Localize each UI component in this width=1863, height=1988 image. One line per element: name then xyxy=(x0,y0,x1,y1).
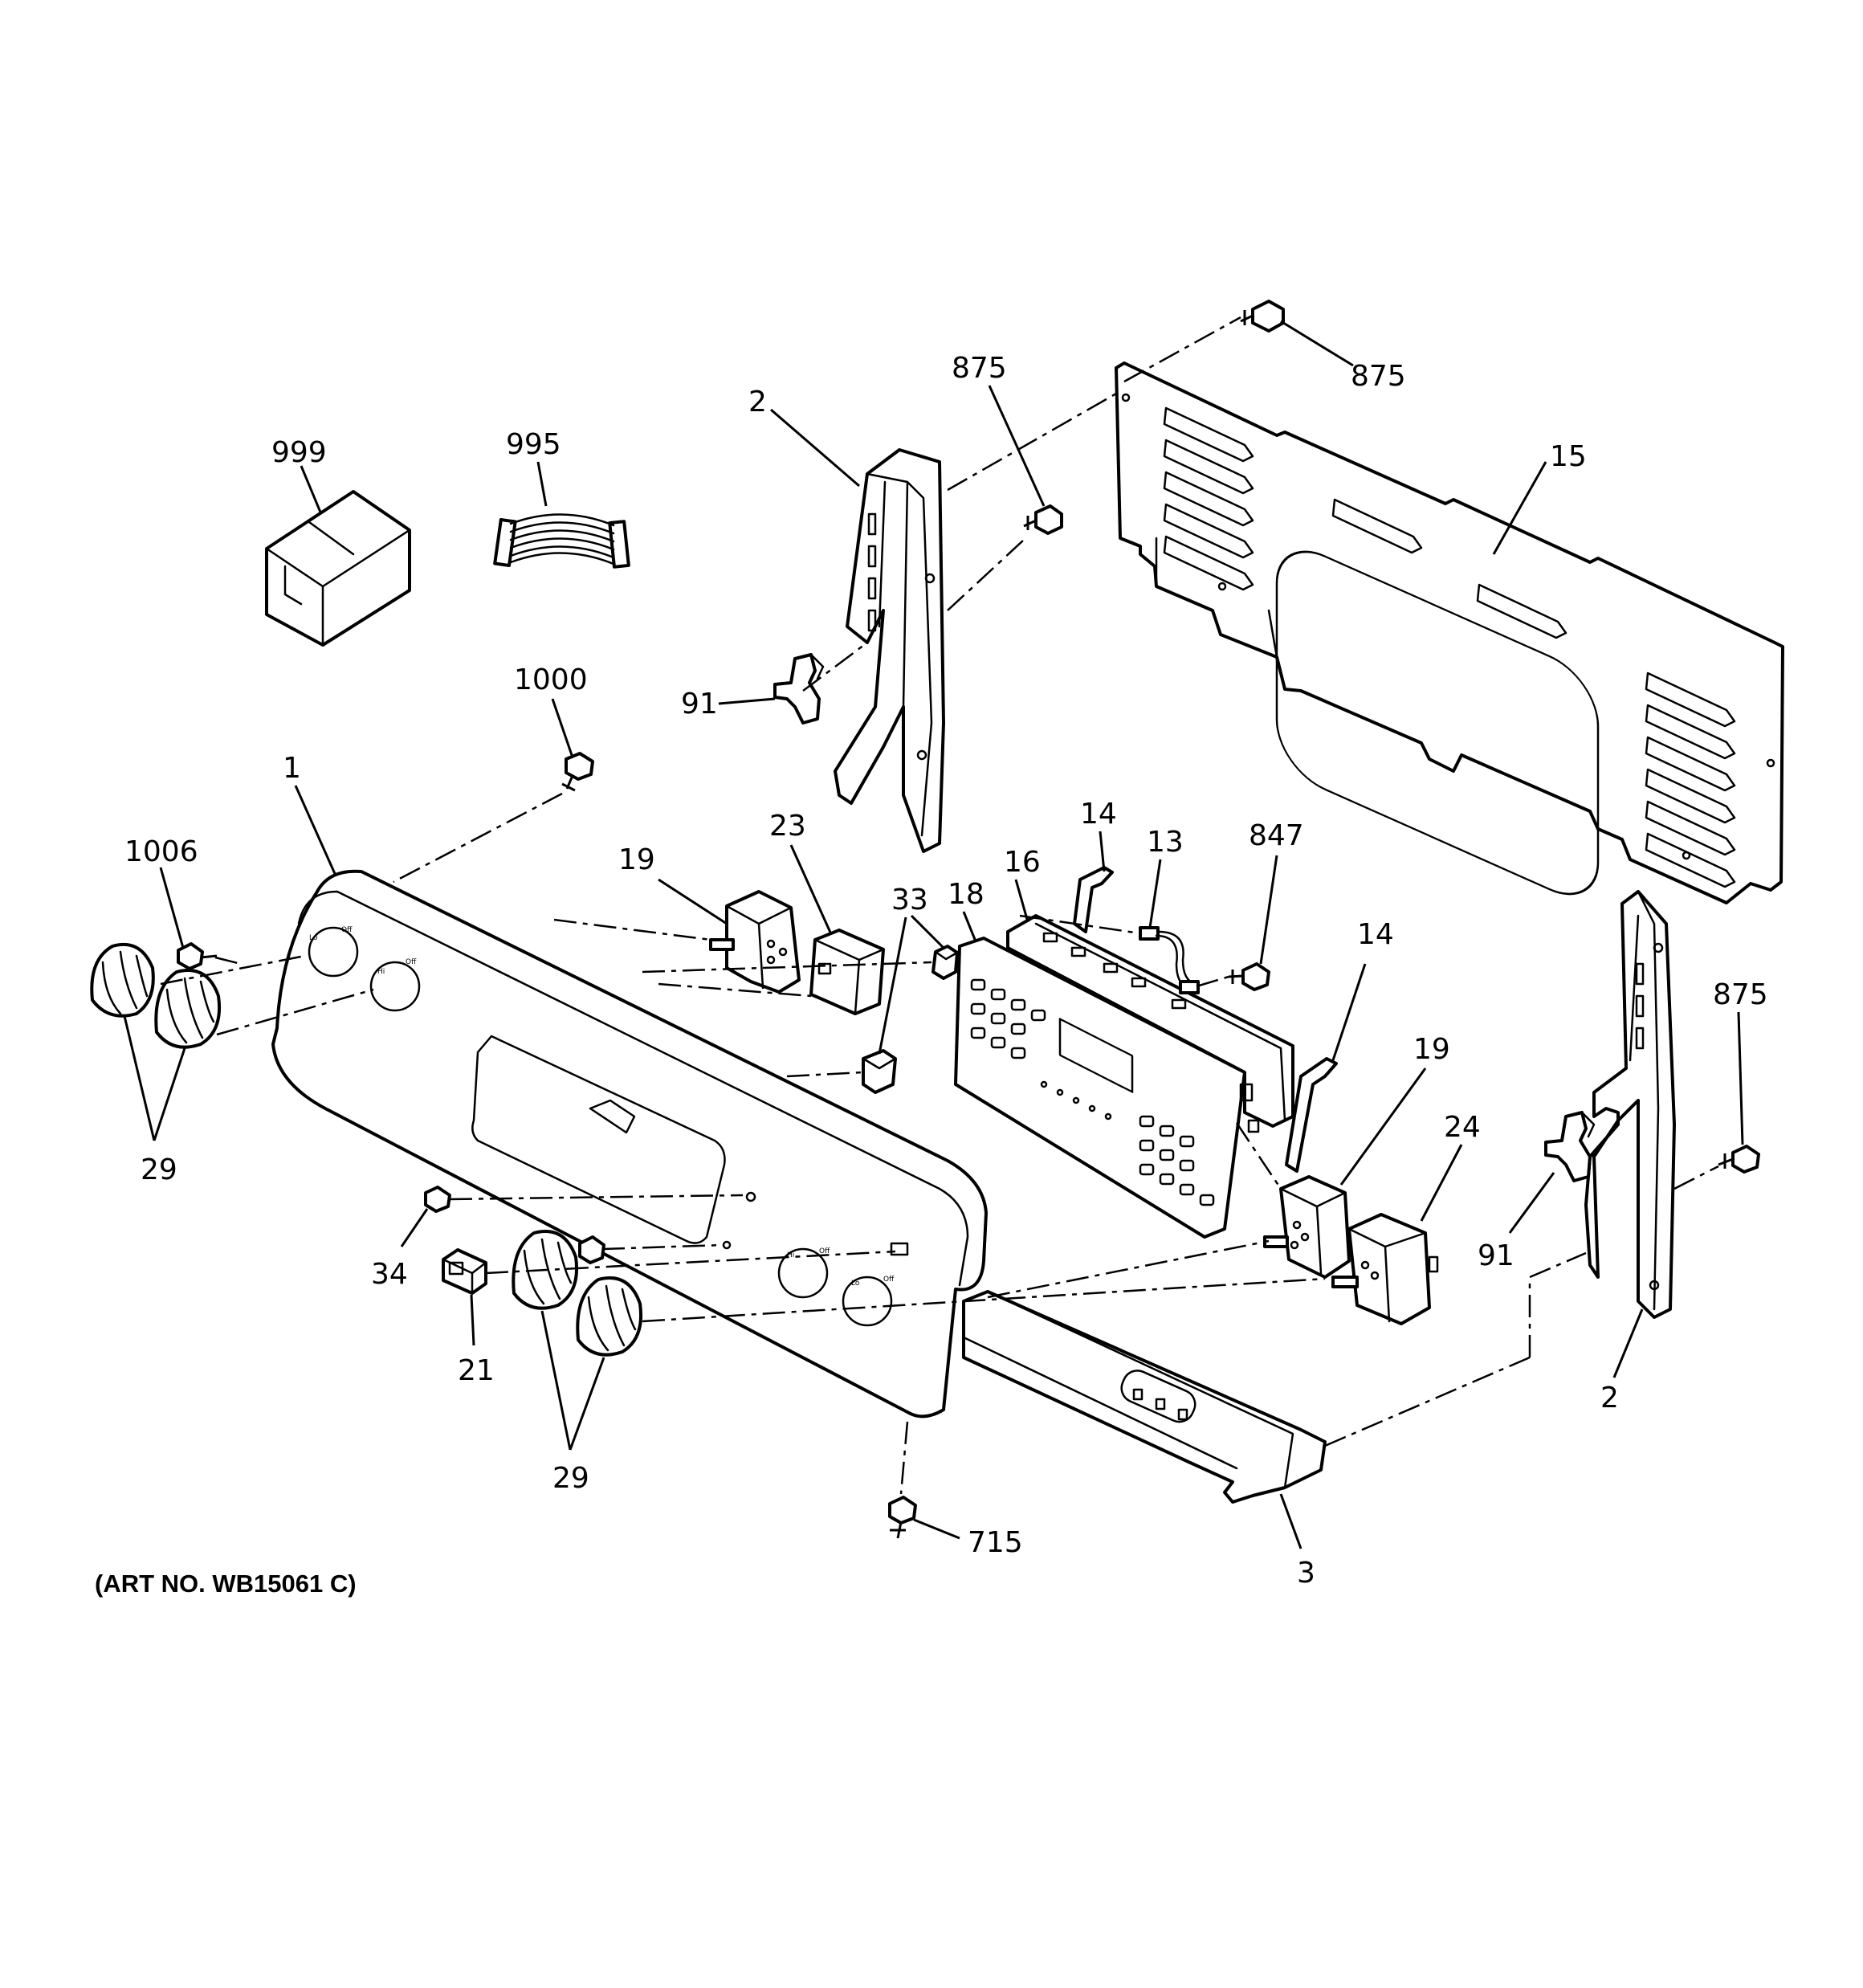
callout-3: 3 xyxy=(1297,1557,1315,1590)
part-875-screw-right xyxy=(1718,1145,1760,1174)
callout-34: 34 xyxy=(371,1258,408,1291)
svg-text:Off: Off xyxy=(819,1247,830,1255)
part-91-clip-right xyxy=(1544,1111,1596,1182)
part-33-lamp-socket-1 xyxy=(932,945,959,980)
callout-875-top-right: 875 xyxy=(1351,360,1406,393)
part-2-left-end-cap xyxy=(834,448,945,853)
callout-24: 24 xyxy=(1444,1111,1481,1144)
callout-91-right: 91 xyxy=(1478,1239,1514,1272)
callout-29-right: 29 xyxy=(552,1462,589,1495)
part-995-wire-harness xyxy=(493,513,630,569)
callout-715: 715 xyxy=(968,1526,1023,1559)
callout-16: 16 xyxy=(1004,846,1041,879)
callout-19-left: 19 xyxy=(618,843,655,876)
callout-1006: 1006 xyxy=(124,835,198,868)
part-91-clip xyxy=(773,653,825,725)
svg-text:Lo: Lo xyxy=(851,1280,860,1288)
callout-91-left: 91 xyxy=(681,688,718,720)
part-21-rocker-switch xyxy=(442,1248,487,1295)
part-grommet-small xyxy=(578,1235,605,1264)
part-29-knob-1 xyxy=(90,942,155,1018)
callout-13: 13 xyxy=(1147,826,1184,859)
part-34-grommet xyxy=(424,1186,451,1213)
callout-33: 33 xyxy=(891,884,928,916)
leader-lines xyxy=(123,320,1744,1549)
part-3-trim xyxy=(962,1290,1327,1504)
keypad-buttons xyxy=(970,978,1215,1206)
part-1-control-panel: Lo Off Hi Off Hi Off Lo Off xyxy=(271,869,988,1419)
part-715-screw xyxy=(888,1496,917,1539)
part-29-knob-2 xyxy=(154,969,221,1049)
svg-text:Off: Off xyxy=(883,1276,895,1284)
part-18-keypad-overlay xyxy=(954,937,1246,1239)
part-999-box xyxy=(265,490,411,647)
part-16-electronic-control xyxy=(1006,914,1294,1133)
part-19-switch-right xyxy=(1263,1175,1351,1279)
svg-text:Off: Off xyxy=(406,958,417,966)
svg-text:Hi: Hi xyxy=(377,968,385,976)
part-19-switch-left xyxy=(709,890,801,994)
art-number: (ART NO. WB15061 C) xyxy=(95,1570,357,1598)
callout-847: 847 xyxy=(1249,819,1304,852)
callout-21: 21 xyxy=(458,1354,495,1387)
svg-text:Off: Off xyxy=(341,926,353,934)
svg-text:Lo: Lo xyxy=(309,934,318,942)
part-23-switch xyxy=(809,929,885,1015)
part-1000-screw xyxy=(561,752,594,792)
part-15-rear-panel xyxy=(1115,361,1784,904)
part-1006-screw xyxy=(177,942,218,970)
callout-875-right: 875 xyxy=(1713,978,1768,1011)
callout-15: 15 xyxy=(1550,440,1587,473)
part-875-screw-top-right xyxy=(1240,300,1285,333)
part-24-switch xyxy=(1331,1213,1439,1325)
callout-labels: 999 995 2 875 875 15 91 1000 1 1006 29 1… xyxy=(124,352,1768,1590)
rear-panel-vents xyxy=(1163,406,1736,888)
callout-995: 995 xyxy=(506,428,561,461)
part-14-bracket-upper xyxy=(1073,866,1114,933)
callout-14-lower: 14 xyxy=(1357,918,1394,951)
part-847-screw xyxy=(1228,962,1270,991)
alignment-lines xyxy=(160,316,1719,1495)
part-33-lamp-socket-2 xyxy=(862,1049,897,1094)
callout-14-upper: 14 xyxy=(1080,798,1117,831)
part-14-bracket-lower xyxy=(1285,1057,1338,1173)
callout-999: 999 xyxy=(271,436,327,469)
callout-19-right: 19 xyxy=(1413,1033,1450,1066)
callout-1: 1 xyxy=(283,752,301,785)
callout-875-left: 875 xyxy=(952,352,1007,385)
callout-2-right: 2 xyxy=(1600,1382,1619,1414)
callout-2-left: 2 xyxy=(748,386,767,418)
callout-29-left: 29 xyxy=(141,1153,177,1186)
part-875-screw-left xyxy=(1023,504,1063,535)
callout-1000: 1000 xyxy=(514,663,588,696)
part-29-knob-4 xyxy=(576,1276,642,1357)
callout-23: 23 xyxy=(769,810,806,843)
svg-text:Hi: Hi xyxy=(787,1251,794,1259)
callout-18: 18 xyxy=(948,878,984,911)
part-2-right-end-cap xyxy=(1584,890,1676,1319)
